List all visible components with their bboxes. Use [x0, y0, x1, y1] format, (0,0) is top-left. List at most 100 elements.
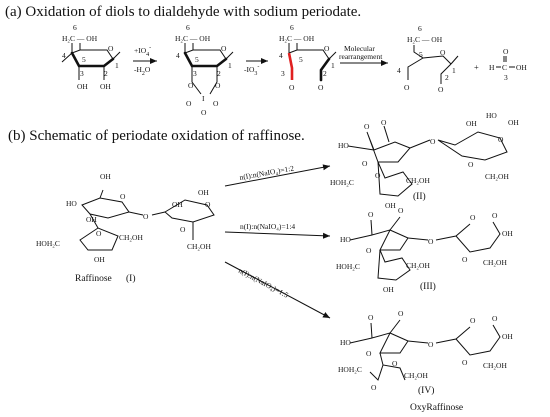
reagent-plus: +IO4- [134, 45, 151, 58]
label-h2c-oh: H₂C — OH [62, 34, 98, 43]
svg-text:O: O [188, 81, 194, 90]
svg-text:3: 3 [193, 69, 197, 78]
svg-text:HO: HO [486, 111, 497, 120]
svg-text:CH₂OH: CH₂OH [404, 371, 428, 380]
svg-text:O: O [462, 255, 468, 264]
svg-text:rearrangement: rearrangement [339, 52, 383, 61]
svg-text:OH: OH [466, 119, 477, 128]
svg-text:n(I):n(NaIO₄)=1:4: n(I):n(NaIO₄)=1:4 [240, 222, 295, 231]
svg-text:n(I):n(NaIO₄)=1:5: n(I):n(NaIO₄)=1:5 [237, 266, 290, 300]
svg-text:2: 2 [217, 69, 221, 78]
ring-oxygen: O [108, 44, 114, 53]
svg-text:OH: OH [172, 200, 183, 209]
svg-text:HOH₂C: HOH₂C [330, 178, 354, 187]
svg-text:O: O [201, 108, 207, 117]
svg-text:O: O [318, 83, 324, 92]
arrow-rearrangement: Molecular rearrangement [339, 44, 388, 66]
dialdehyde-product: 6 H₂C — OH 5 O 1 4 2 O O [397, 24, 459, 94]
svg-text:HOH₂C: HOH₂C [338, 365, 362, 374]
svg-text:CH₂OH: CH₂OH [187, 242, 211, 251]
svg-text:OH: OH [385, 201, 396, 210]
svg-text:OH: OH [198, 188, 209, 197]
diol-sugar: 6 H₂C — OH 5 O 4 1 2 3 OH OH [61, 23, 121, 91]
arrow-ratio-2: n(I):n(NaIO₄)=1:4 [224, 222, 331, 239]
product-ii-label: (II) [413, 191, 426, 202]
svg-text:O: O [404, 83, 410, 92]
svg-text:OH: OH [502, 332, 513, 341]
product-ii: O O HO O O O OH HO OH O O CH₂OH HOH₂C CH… [330, 111, 519, 210]
svg-text:OH: OH [94, 255, 105, 264]
part-a-title: (a) Oxidation of diols to dialdehyde wit… [5, 4, 362, 20]
product-iii-label: (III) [420, 281, 436, 292]
red-bond-highlight [287, 52, 294, 80]
svg-text:O: O [180, 225, 186, 234]
svg-text:1: 1 [228, 61, 232, 70]
svg-text:O: O [430, 137, 436, 146]
svg-text:HOH₂C: HOH₂C [36, 239, 60, 248]
svg-text:O: O [371, 383, 377, 392]
svg-text:O: O [366, 349, 372, 358]
iodate-loss: -IO3- [244, 64, 259, 77]
label-6b: 6 [186, 23, 190, 32]
svg-text:O: O [205, 200, 211, 209]
svg-text:5: 5 [299, 55, 303, 64]
water-loss: -H2O [134, 65, 151, 77]
oh-3: OH [77, 82, 88, 91]
product-iv: O O HO O O O O O OH CH₂OH O HOH₂C CH₂OH … [338, 309, 513, 413]
arrow-periodate: +IO4- -H2O [133, 45, 157, 77]
periodate-ester: 6 H₂C — OH 5 O 4 1 2 3 O O I O O O [175, 23, 234, 117]
svg-text:OH: OH [502, 229, 513, 238]
svg-text:O: O [470, 316, 476, 325]
svg-text:O: O [503, 47, 509, 56]
svg-text:OH: OH [383, 285, 394, 294]
svg-text:H₂C — OH: H₂C — OH [407, 35, 443, 44]
svg-text:OH: OH [100, 172, 111, 181]
svg-text:HO: HO [338, 141, 349, 150]
label-5: 5 [82, 55, 86, 64]
svg-text:O: O [428, 340, 434, 349]
svg-text:CH₂OH: CH₂OH [119, 233, 143, 242]
svg-text:O: O [186, 99, 192, 108]
label-2: 2 [104, 69, 108, 78]
svg-text:O: O [468, 160, 474, 169]
svg-text:O: O [364, 122, 370, 131]
svg-text:O: O [440, 48, 446, 57]
cleaved-intermediate: 6 H₂C — OH 5 O 4 1 3 2 O O [279, 23, 337, 92]
arrow-iodate-loss: -IO3- [244, 58, 268, 77]
svg-text:OH: OH [86, 215, 97, 224]
svg-text:O: O [324, 44, 330, 53]
svg-text:O: O [398, 309, 404, 318]
svg-text:O: O [492, 211, 498, 220]
svg-text:O: O [213, 99, 219, 108]
svg-text:2: 2 [323, 69, 327, 78]
svg-text:1: 1 [331, 61, 335, 70]
svg-text:O: O [470, 213, 476, 222]
svg-text:O: O [96, 229, 102, 238]
svg-text:3: 3 [281, 69, 285, 78]
svg-text:HO: HO [340, 235, 351, 244]
label-3: 3 [80, 69, 84, 78]
svg-text:CH₂OH: CH₂OH [406, 176, 430, 185]
svg-text:O: O [362, 159, 368, 168]
product-iv-label: (IV) [418, 385, 434, 396]
svg-text:O: O [221, 44, 227, 53]
label-1: 1 [115, 61, 119, 70]
svg-text:CH₂OH: CH₂OH [483, 258, 507, 267]
svg-text:H₂C — OH: H₂C — OH [279, 34, 315, 43]
svg-text:O: O [368, 210, 374, 219]
svg-text:O: O [398, 206, 404, 215]
svg-text:O: O [215, 81, 221, 90]
svg-text:Molecular: Molecular [344, 44, 375, 53]
arrow-ratio-3: n(I):n(NaIO₄)=1:5 [224, 261, 331, 319]
svg-text:H: H [489, 63, 495, 72]
raffinose-id: (I) [126, 273, 136, 284]
svg-text:O: O [438, 85, 444, 94]
oh-2: OH [100, 82, 111, 91]
svg-text:CH₂OH: CH₂OH [406, 261, 430, 270]
svg-text:O: O [120, 192, 126, 201]
svg-text:O: O [462, 358, 468, 367]
svg-text:5: 5 [419, 50, 423, 59]
svg-text:O: O [375, 171, 381, 180]
svg-text:C: C [502, 63, 507, 72]
